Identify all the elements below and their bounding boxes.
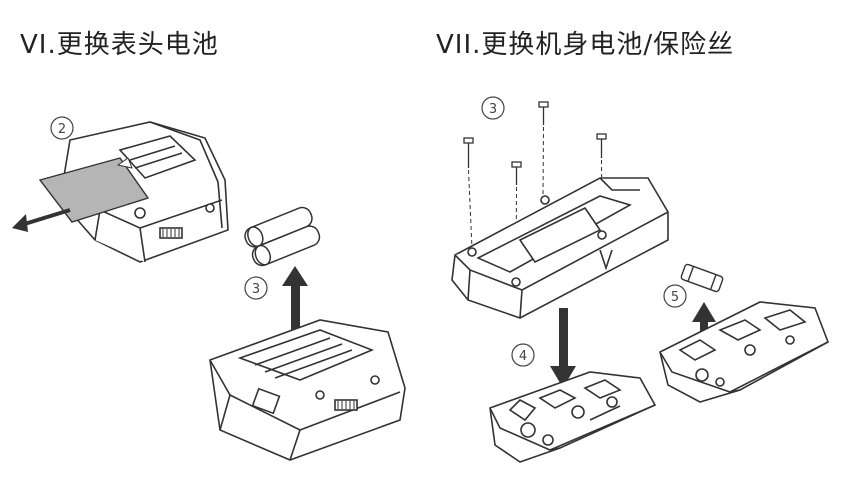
step-4-badge: 4 [511,343,535,367]
lower-down-arrow-icon [550,308,576,388]
lift-up-arrow-icon [282,266,308,345]
step-number: 2 [58,122,66,137]
screws-icon [463,101,607,185]
step-3-badge-right: 3 [481,96,505,120]
triangle-mark-icon [116,157,133,169]
step-number: 3 [252,282,260,297]
multimeter-body-top-cover [451,177,669,319]
pull-out-arrow-icon [12,208,71,232]
step-number: 5 [671,290,679,305]
multimeter-bottom-case [489,371,657,463]
fuse-icon [680,263,724,293]
step-2-badge-left: 2 [50,116,74,140]
section-title-meter-battery: VI.更换表头电池 [20,30,219,60]
meter-head-battery-compartment [209,319,406,461]
step-3-badge-left: 3 [244,276,268,300]
battery-cover-sheet [38,157,150,223]
aa-batteries-icon [244,206,321,267]
section-title-body-battery-fuse: VII.更换机身电池/保险丝 [436,30,735,60]
step-5-badge: 5 [663,284,687,308]
step-number: 4 [519,349,527,364]
step-number: 3 [489,102,497,117]
multimeter-bottom-case-fuse [659,301,829,403]
